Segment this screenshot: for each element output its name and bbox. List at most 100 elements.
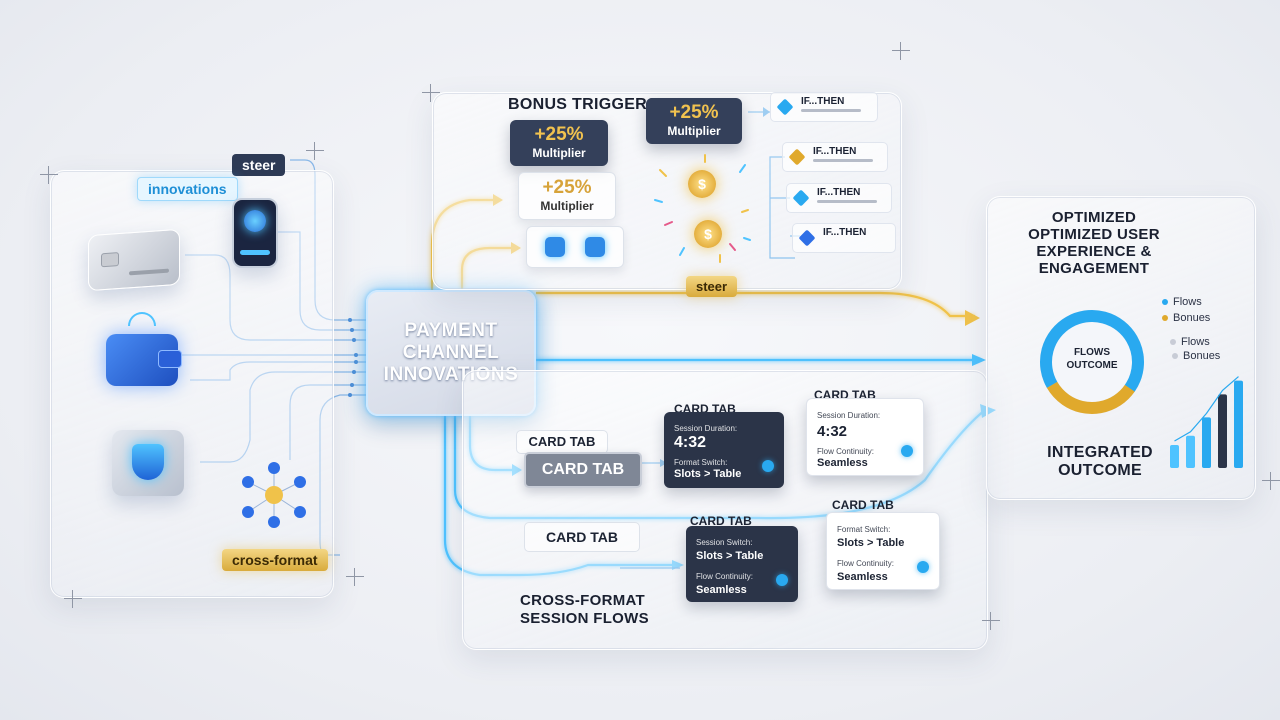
outcome-heading-line: OPTIMIZED USER: [1028, 225, 1160, 243]
mobile-phone-icon: [232, 198, 278, 268]
multiplier-label: Multiplier: [532, 146, 586, 160]
card-head: CARD TAB: [690, 514, 752, 528]
outcome-bar-chart: [1170, 376, 1243, 468]
corner-mark: [40, 166, 58, 184]
diamond-icon: [798, 229, 816, 247]
card-value: Slots > Table: [837, 537, 905, 549]
cross-format-tag: cross-format: [222, 549, 328, 571]
card-label: Format Switch:: [674, 458, 728, 467]
gem-icon: [545, 237, 565, 257]
corner-mark: [422, 84, 440, 102]
bonus-icons-tray: [526, 226, 624, 268]
outcome-bar: [1218, 394, 1227, 468]
left-panel: [50, 170, 334, 598]
card-tab-chip[interactable]: CARD TAB: [516, 430, 608, 454]
outcome-ring-chart: [1040, 310, 1144, 414]
outcome-bar: [1234, 380, 1243, 468]
rule-row: IF...THEN: [770, 92, 878, 122]
legend-item: Bonues: [1162, 312, 1210, 324]
steer-tag: steer: [232, 154, 286, 176]
card-action-button[interactable]: [762, 460, 774, 472]
rule-row: IF...THEN: [792, 223, 896, 253]
session-card: Session Duration: 4:32 Flow Continuity: …: [806, 398, 924, 476]
rule-detail: [813, 159, 873, 162]
ring-segment-bonuses: [1040, 310, 1144, 414]
card-head: CARD TAB: [832, 498, 894, 512]
rule-label: IF...THEN: [823, 227, 867, 238]
multiplier-label: Multiplier: [667, 124, 721, 138]
card-value: 4:32: [674, 434, 707, 451]
multiplier-card-3: +25% Multiplier: [646, 98, 742, 144]
diamond-icon: [788, 148, 806, 166]
steer-flow-tag: steer: [686, 276, 738, 297]
outcome-bar: [1202, 417, 1211, 468]
outcome-heading: OPTIMIZED OPTIMIZED USER EXPERIENCE & EN…: [1004, 209, 1184, 278]
corner-mark: [64, 590, 82, 608]
coin-icon: $: [688, 170, 716, 198]
multiplier-value: +25%: [669, 102, 719, 123]
legend-item: Flows: [1162, 296, 1202, 308]
corner-mark: [346, 568, 364, 586]
rule-row: IF...THEN: [786, 183, 892, 213]
ring-label: FLOWS: [1073, 347, 1111, 358]
rule-detail: [817, 200, 877, 203]
corner-mark: [892, 42, 910, 60]
corner-mark: [982, 612, 1000, 630]
outcome-heading-line: ENGAGEMENT: [1038, 259, 1150, 277]
session-card: Session Switch: Slots > Table Flow Conti…: [686, 526, 798, 602]
multiplier-card-1: +25% Multiplier: [510, 120, 608, 166]
card-label: Flow Continuity:: [817, 447, 874, 456]
outcome-heading-line: OPTIMIZED: [1051, 209, 1137, 226]
ring-label: OUTCOME: [1066, 360, 1118, 371]
multiplier-value: +25%: [542, 177, 592, 198]
integrated-line: INTEGRATED: [1047, 444, 1153, 461]
integrated-line: OUTCOME: [1058, 461, 1142, 479]
credit-card-icon: [88, 228, 180, 292]
card-action-button[interactable]: [776, 574, 788, 586]
card-value: Slots > Table: [696, 550, 764, 562]
outcome-bar: [1170, 445, 1179, 468]
card-value: Seamless: [696, 584, 747, 596]
ring-center-label: FLOWS OUTCOME: [1052, 346, 1132, 372]
session-card: Format Switch: Slots > Table Flow Contin…: [826, 512, 940, 590]
card-value: Slots > Table: [674, 468, 742, 480]
corner-mark: [1262, 472, 1280, 490]
card-label: Session Duration:: [817, 411, 881, 420]
outcome-trend-line: [1174, 376, 1239, 442]
network-hexagons-icon: [236, 460, 312, 530]
rule-label: IF...THEN: [817, 187, 861, 198]
outcome-bar: [1186, 435, 1195, 468]
card-tab-chip[interactable]: CARD TAB: [524, 522, 640, 552]
multiplier-label: Multiplier: [540, 199, 594, 213]
diamond-icon: [776, 98, 794, 116]
shield-icon: [112, 430, 184, 496]
bonus-title: BONUS TRIGGERS: [508, 96, 658, 113]
legend-item: Bonues: [1172, 350, 1220, 362]
card-tab-chip-active[interactable]: CARD TAB: [524, 452, 642, 488]
confetti-burst: [654, 154, 751, 263]
card-value: Seamless: [817, 457, 868, 469]
card-label: Flow Continuity:: [696, 572, 753, 581]
rule-detail: [801, 109, 861, 112]
rule-label: IF...THEN: [801, 96, 845, 107]
rule-label: IF...THEN: [813, 146, 857, 157]
card-value: 4:32: [817, 423, 848, 440]
gem-icon: [585, 237, 605, 257]
corner-mark: [306, 142, 324, 160]
card-label: Session Switch:: [696, 538, 753, 547]
diamond-icon: [792, 189, 810, 207]
card-action-button[interactable]: [917, 561, 929, 573]
wallet-icon: [106, 334, 182, 386]
session-title: CROSS-FORMAT SESSION FLOWS: [520, 592, 649, 627]
legend-item: Flows: [1170, 336, 1210, 348]
coin-icon: $: [694, 220, 722, 248]
card-label: Session Duration:: [674, 424, 738, 433]
session-card: Session Duration: 4:32 Format Switch: Sl…: [664, 412, 784, 488]
rule-row: IF...THEN: [782, 142, 888, 172]
card-label: Format Switch:: [837, 525, 891, 534]
card-label: Flow Continuity:: [837, 559, 894, 568]
card-action-button[interactable]: [901, 445, 913, 457]
multiplier-card-2: +25% Multiplier: [518, 172, 616, 220]
innovations-tag: innovations: [137, 177, 238, 201]
multiplier-value: +25%: [534, 124, 584, 145]
